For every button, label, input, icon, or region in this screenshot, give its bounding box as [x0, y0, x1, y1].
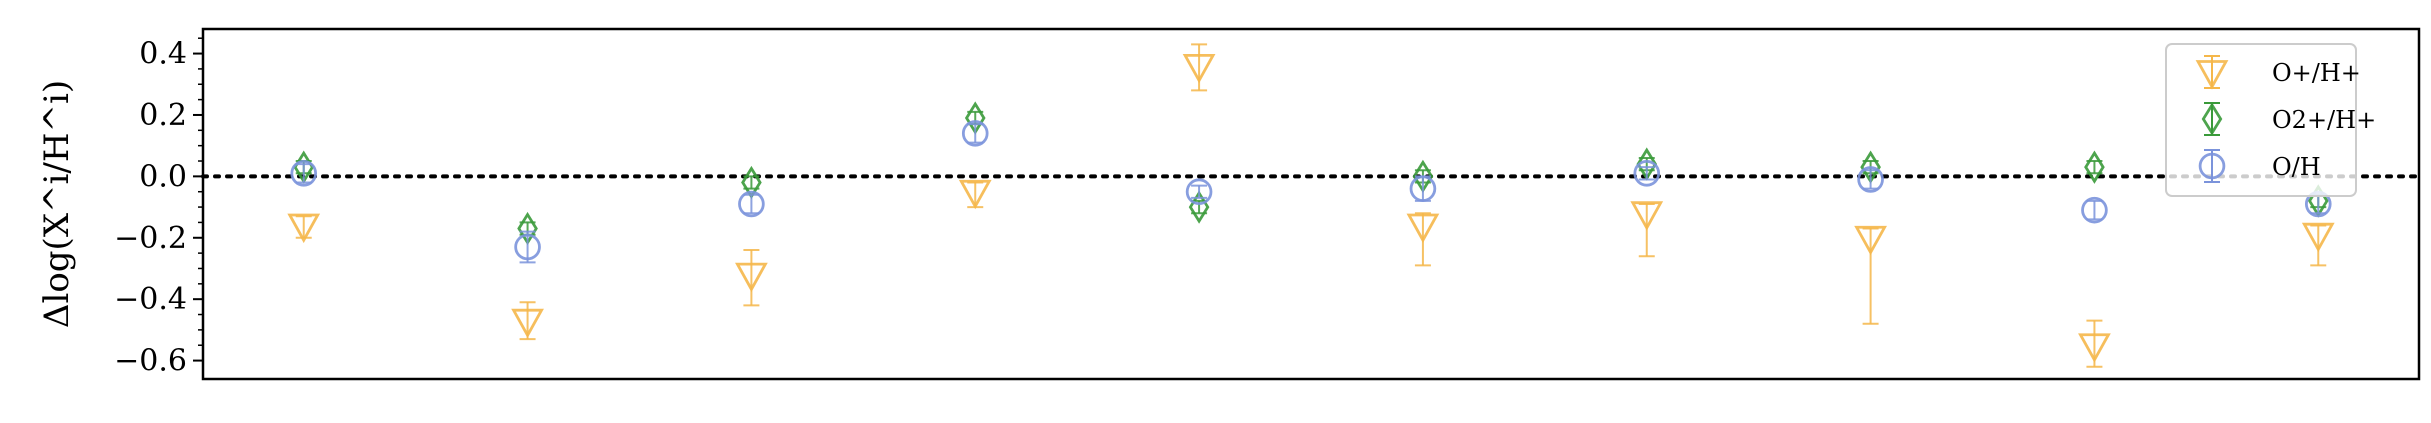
data-point — [1633, 159, 1661, 187]
data-point — [1182, 53, 1216, 84]
data-point — [1185, 178, 1213, 206]
y-tick-label: 0.4 — [139, 37, 187, 72]
series-circle — [290, 120, 2332, 264]
legend-marker — [2198, 152, 2226, 180]
legend-marker — [2201, 102, 2223, 136]
legend-marker — [2195, 60, 2229, 90]
legend-label: O2+/H+ — [2272, 106, 2376, 134]
y-tick-label: 0.2 — [139, 98, 187, 133]
data-point — [1630, 201, 1664, 231]
data-point — [2081, 196, 2108, 224]
legend-label: O+/H+ — [2272, 59, 2361, 87]
y-tick-label: −0.2 — [114, 221, 187, 256]
data-point — [1857, 166, 1884, 193]
data-point — [2301, 222, 2335, 253]
series-triangle-down — [287, 43, 2335, 368]
data-point — [961, 120, 989, 147]
y-tick-label: −0.6 — [114, 344, 187, 379]
data-point — [738, 190, 765, 218]
y-axis-label: Δlog(X^i/H^i) — [37, 80, 77, 328]
data-point — [2084, 150, 2105, 184]
data-point — [958, 179, 992, 210]
data-point — [1854, 225, 1887, 256]
data-point — [290, 159, 318, 187]
data-point — [514, 233, 541, 261]
legend: O+/H+ O2+/H+ O/H — [2165, 43, 2376, 197]
data-point — [1406, 213, 1440, 244]
data-point — [511, 308, 544, 339]
y-axis: −0.6 −0.4 −0.2 0.0 0.2 0.4 — [114, 37, 203, 379]
y-tick-label: 0.0 — [139, 159, 187, 194]
data-point — [2078, 333, 2111, 363]
plot-frame — [201, 27, 2421, 381]
data-point — [1409, 175, 1437, 202]
data-point — [287, 213, 321, 244]
data-point — [735, 262, 768, 293]
y-tick-label: −0.4 — [114, 282, 187, 317]
plot-area — [201, 43, 2421, 368]
legend-label: O/H — [2272, 153, 2321, 181]
series-diamond — [293, 101, 2329, 246]
